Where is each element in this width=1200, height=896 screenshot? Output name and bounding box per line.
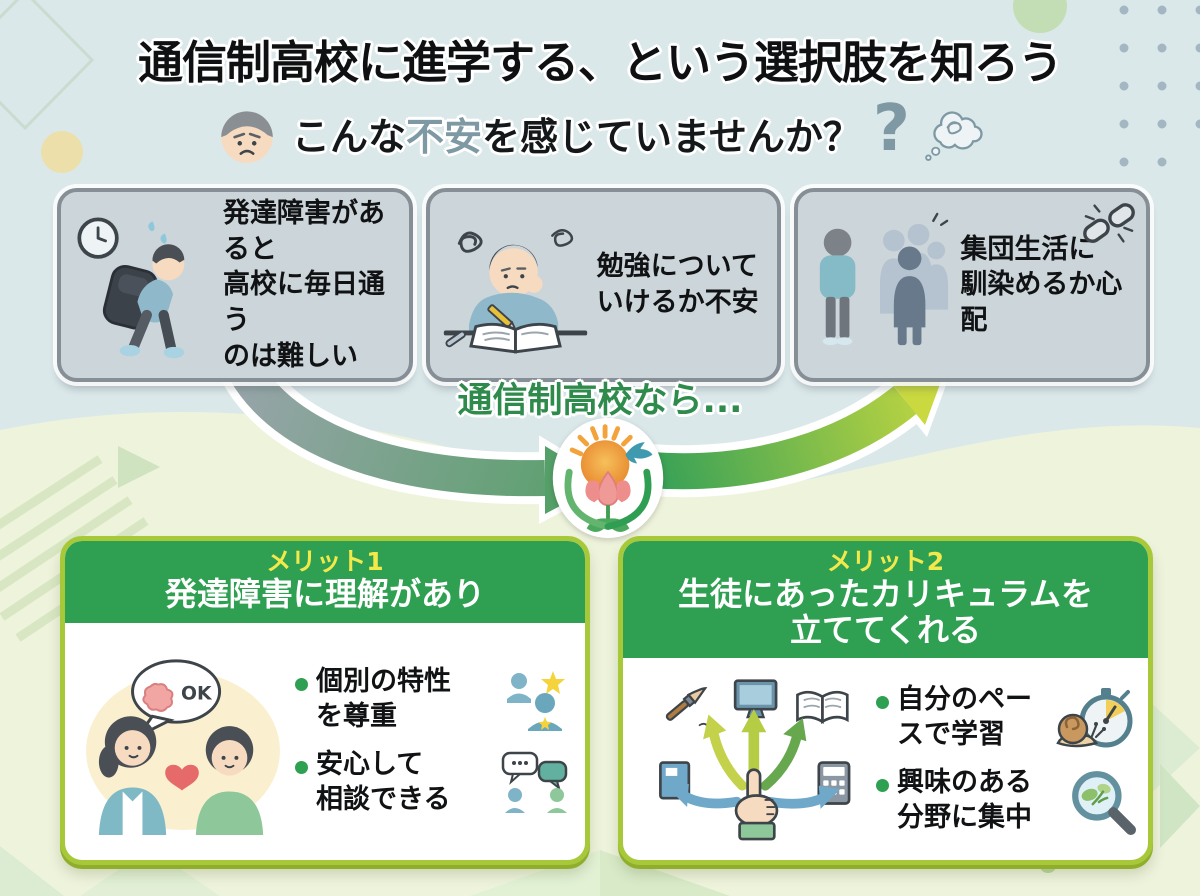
- question-mark: ?: [872, 92, 911, 166]
- clock-icon: [77, 217, 119, 259]
- triangle-decoration-right-2: [1160, 764, 1200, 848]
- teacher-student-understanding-illustration: OK: [86, 659, 280, 836]
- merit-2-badge: メリット2: [826, 547, 945, 576]
- transition-label: 通信制高校なら...: [457, 381, 743, 421]
- school-logo: [552, 417, 664, 539]
- bird-icon: [625, 442, 653, 464]
- sun-icon: [580, 440, 630, 489]
- point-text: 興味のある 分野に集中: [897, 767, 1032, 833]
- consultation-chat-icon: [501, 751, 568, 813]
- point-text: 自分のペー スで学習: [897, 684, 1032, 750]
- triangle-decoration-bottom-left: [0, 846, 64, 896]
- worried-face-icon: [221, 111, 273, 163]
- bullet-dot: [876, 696, 889, 710]
- snail: [1056, 713, 1106, 747]
- merit-1-badge: メリット1: [266, 547, 384, 576]
- yellow-circle-decoration: [41, 131, 83, 173]
- page-title: 通信制高校に進学する、という選択肢を知ろう: [137, 36, 1063, 89]
- merit-1-point-1: 個別の特性 を尊重: [295, 665, 573, 734]
- subtitle-row: こんな不安を感じていませんか？ ?: [0, 92, 1200, 166]
- subtitle-pre: こんな: [291, 114, 406, 159]
- group-life-outsider-illustration: [820, 212, 949, 346]
- worry-cards: 発達障害があると 高校に毎日通う のは難しい: [57, 188, 1150, 383]
- green-circle-decoration: [1013, 0, 1067, 33]
- heart-icon: [165, 765, 199, 791]
- merit-2-body: 自分のペー スで学習: [623, 658, 1148, 860]
- curriculum-choices-illustration: [659, 679, 851, 841]
- point-text: 個別の特性 を尊重: [316, 666, 451, 732]
- student-sweater: [468, 292, 558, 333]
- thought-bubble-icon: [925, 111, 983, 161]
- worry-card-commute: 発達障害があると 高校に毎日通う のは難しい: [57, 188, 413, 383]
- brain-icon: [142, 683, 174, 713]
- subtitle-post: を感じていませんか？: [482, 114, 861, 159]
- merit-2-title: 生徒にあったカリキュラムを 立ててくれる: [677, 574, 1094, 649]
- paintbrush-icon: [665, 687, 708, 722]
- merit-2-points: 自分のペー スで学習: [876, 683, 1136, 835]
- bullet-dot: [876, 779, 889, 793]
- merit-1-body: OK: [65, 623, 585, 860]
- ok-label: OK: [181, 684, 213, 705]
- lone-student: [820, 228, 856, 346]
- triangle-decoration-bottom-left-2: [80, 848, 220, 896]
- merit-1-header: メリット1 発達障害に理解があり: [65, 541, 585, 623]
- dot-grid-decoration: [1119, 5, 1200, 167]
- studying-anxious-student-illustration: [443, 229, 587, 354]
- bullet-dot: [295, 678, 308, 692]
- merit-card-1: メリット1 発達障害に理解があり OK: [60, 536, 590, 865]
- students-with-stars-icon: [507, 670, 565, 731]
- scribble-icon: [457, 231, 483, 253]
- magnifier-interest-icon: [1072, 770, 1136, 835]
- merit-2-point-1: 自分のペー スで学習: [876, 683, 1136, 752]
- diamond-outline-decoration: [0, 0, 95, 131]
- worry-text: 集団生活に 馴染めるか心配: [960, 233, 1123, 336]
- merit-1-point-2: 安心して 相談できる: [295, 748, 573, 817]
- open-book-icon: [796, 691, 849, 725]
- student-figure: [195, 726, 264, 836]
- subtitle-text: こんな不安を感じていませんか？: [292, 106, 861, 161]
- worry-text: 発達障害があると 高校に毎日通う のは難しい: [223, 198, 385, 372]
- bullet-dot: [295, 761, 308, 775]
- sweat-drop-icon: [148, 221, 155, 232]
- tired-student-backpack-illustration: [77, 217, 185, 359]
- merit-card-2: メリット2 生徒にあったカリキュラムを 立ててくれる: [618, 536, 1153, 865]
- worry-text: 勉強について いけるか不安: [596, 251, 759, 319]
- merit-1-points: 個別の特性 を尊重 安心して 相談できる: [295, 665, 573, 817]
- group-person-front: [894, 246, 926, 346]
- pointing-hand-icon: [734, 768, 779, 841]
- merit-2-header: メリット2 生徒にあったカリキュラムを 立ててくれる: [623, 541, 1148, 659]
- point-text: 安心して 相談できる: [316, 749, 451, 815]
- subtitle-highlight: 不安: [406, 114, 483, 159]
- teacher-figure: [98, 716, 167, 836]
- worry-card-group-life: 集団生活に 馴染めるか心配: [794, 188, 1150, 383]
- open-notebook: [468, 322, 562, 354]
- broken-chain-icon: [1083, 203, 1135, 243]
- merit-1-title: 発達障害に理解があり: [164, 574, 485, 613]
- computer-icon: [733, 679, 778, 719]
- worry-card-study: 勉強について いけるか不安: [425, 188, 782, 383]
- snail-stopwatch-icon: [1056, 687, 1133, 748]
- spare-pencil-icon: [445, 330, 466, 348]
- triangle-decoration-left: [118, 446, 160, 488]
- merit-2-point-2: 興味のある 分野に集中: [876, 766, 1136, 835]
- speech-bubble-ok: OK: [131, 659, 222, 738]
